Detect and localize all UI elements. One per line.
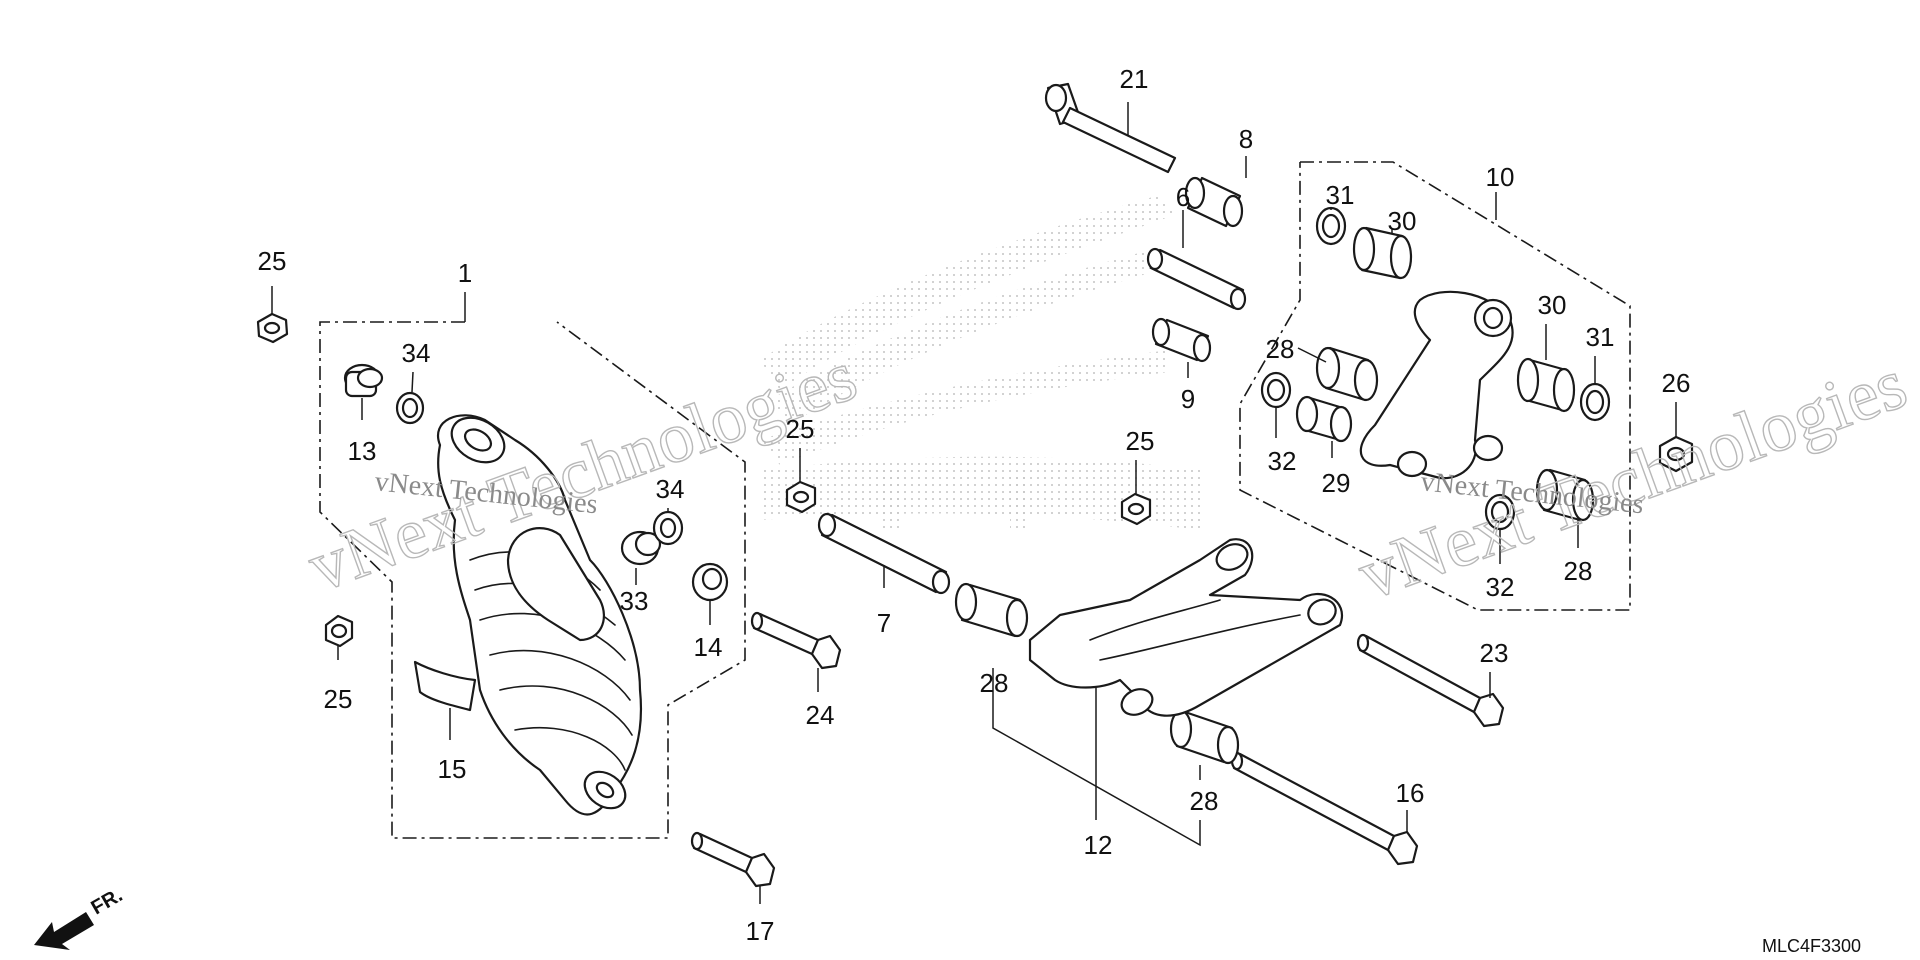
nut-25-b	[324, 614, 354, 648]
front-arrow-icon	[34, 912, 94, 950]
bearing-33	[620, 530, 662, 566]
bearing-28-arm-right	[1169, 709, 1240, 765]
part-label-28a: 28	[980, 668, 1009, 698]
nut-25-c	[785, 480, 817, 514]
part-label-10: 10	[1486, 162, 1515, 192]
part-label-25a: 25	[258, 246, 287, 276]
part-label-29: 29	[1322, 468, 1351, 498]
part-label-7: 7	[877, 608, 891, 638]
part-label-30b: 30	[1538, 290, 1567, 320]
part-label-24: 24	[806, 700, 835, 730]
part-label-13: 13	[348, 436, 377, 466]
collar-14	[691, 562, 729, 602]
leader-lines	[271, 102, 1677, 904]
pipe-9	[1151, 317, 1212, 363]
pipe-8	[1184, 176, 1244, 228]
part-label-25c: 25	[786, 414, 815, 444]
bearing-28-link-left	[1315, 346, 1379, 402]
figure-code: MLC4F3300	[1762, 936, 1861, 956]
bolt-23	[1356, 633, 1505, 728]
bolt-17	[690, 831, 776, 888]
link-group-frame	[1239, 161, 1631, 611]
part-label-34a: 34	[402, 338, 431, 368]
part-label-28c: 28	[1266, 334, 1295, 364]
part-label-34b: 34	[656, 474, 685, 504]
part-label-25d: 25	[1126, 426, 1155, 456]
part-label-31a: 31	[1326, 180, 1355, 210]
part-label-6: 6	[1176, 182, 1190, 212]
part-label-28d: 28	[1564, 556, 1593, 586]
part-labels: 1 6 7 8 9 10 12 13 14 15 16 17 21 23 24 …	[258, 64, 1691, 946]
part-label-26: 26	[1662, 368, 1691, 398]
cushion-arm-12	[1028, 538, 1343, 717]
pipe-6	[1146, 247, 1247, 311]
shock-absorber-group-frame	[319, 292, 746, 839]
part-label-16: 16	[1396, 778, 1425, 808]
collar-13	[343, 363, 384, 398]
seal-31-right	[1579, 382, 1611, 422]
part-label-31b: 31	[1586, 322, 1615, 352]
part-label-30a: 30	[1388, 206, 1417, 236]
part-label-15: 15	[438, 754, 467, 784]
seal-32-right	[1484, 493, 1516, 531]
dust-seal-34-top	[395, 391, 425, 425]
bearing-28-arm-left	[954, 582, 1029, 638]
dust-seal-34	[652, 510, 684, 546]
part-label-9: 9	[1181, 384, 1195, 414]
svg-text:FR.: FR.	[88, 884, 127, 919]
clip-part-15	[413, 660, 477, 712]
rear-shock-absorber	[437, 414, 642, 816]
part-label-1: 1	[458, 258, 472, 288]
background-wing-logo	[760, 195, 1200, 530]
bolt-16	[1230, 751, 1419, 866]
part-label-23: 23	[1480, 638, 1509, 668]
part-label-8: 8	[1239, 124, 1253, 154]
part-label-17: 17	[746, 916, 775, 946]
seal-32-left	[1260, 371, 1292, 409]
part-label-14: 14	[694, 632, 723, 662]
bearing-28-link-right	[1535, 468, 1595, 522]
part-label-28b: 28	[1190, 786, 1219, 816]
bearing-30-right	[1516, 357, 1576, 413]
seal-31-left	[1315, 206, 1347, 246]
nut-25-a	[256, 312, 289, 344]
part-label-12: 12	[1084, 830, 1113, 860]
pipe-7	[817, 512, 951, 595]
bearing-30-left	[1352, 226, 1413, 280]
bolt-21	[1044, 82, 1177, 174]
cushion-link-10	[1359, 290, 1514, 480]
part-label-32b: 32	[1486, 572, 1515, 602]
part-label-21: 21	[1120, 64, 1149, 94]
front-direction-indicator: FR.	[34, 884, 126, 950]
bearing-29	[1295, 395, 1353, 443]
bolt-24	[750, 611, 842, 670]
part-label-33: 33	[620, 586, 649, 616]
part-label-32a: 32	[1268, 446, 1297, 476]
part-label-25b: 25	[324, 684, 353, 714]
nut-25-d	[1120, 492, 1152, 526]
